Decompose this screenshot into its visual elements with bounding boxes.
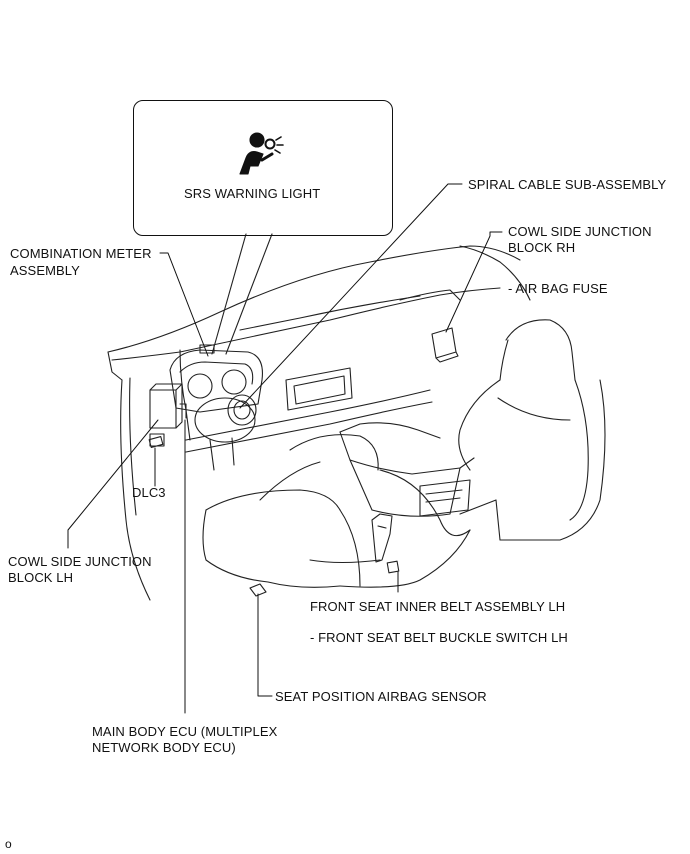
- main-body-ecu-label-line1: MAIN BODY ECU (MULTIPLEX: [92, 724, 278, 739]
- srs-warning-light-label: SRS WARNING LIGHT: [184, 186, 321, 201]
- leader-lines: [67, 183, 503, 714]
- main-body-ecu-label-line2: NETWORK BODY ECU): [92, 740, 236, 755]
- buckle-switch-note: - FRONT SEAT BELT BUCKLE SWITCH LH: [310, 630, 568, 645]
- cowl-junction-rh-body: [431, 327, 459, 363]
- center-console: [339, 422, 501, 541]
- steering-column: [194, 394, 257, 471]
- combination-meter-label-line2: ASSEMBLY: [10, 263, 80, 278]
- passenger-seat: [458, 319, 606, 541]
- seat-position-sensor-label: SEAT POSITION AIRBAG SENSOR: [275, 689, 487, 704]
- dashboard: [107, 245, 531, 601]
- cowl-junction-rh-label-line1: COWL SIDE JUNCTION: [508, 224, 652, 239]
- air-bag-fuse-note: - AIR BAG FUSE: [508, 281, 608, 296]
- dlc3-label: DLC3: [132, 485, 166, 500]
- spiral-cable-label: SPIRAL CABLE SUB-ASSEMBLY: [468, 177, 667, 192]
- figure-code: o: [5, 837, 12, 851]
- seat-position-sensor-body: [249, 583, 267, 597]
- driver-seat: [202, 434, 471, 588]
- combination-meter: [169, 344, 263, 413]
- cowl-junction-lh-label-line2: BLOCK LH: [8, 570, 74, 585]
- seat-belt-buckle: [371, 513, 400, 574]
- cowl-junction-rh-label-line2: BLOCK RH: [508, 240, 576, 255]
- callout-pointer: [211, 233, 273, 355]
- dlc3-connector-body: [148, 436, 164, 448]
- airbag-warning-icon: [239, 132, 284, 175]
- srs-warning-callout: [133, 100, 393, 236]
- cowl-junction-lh-body: [149, 383, 187, 447]
- front-seat-inner-belt-label: FRONT SEAT INNER BELT ASSEMBLY LH: [310, 599, 566, 614]
- combination-meter-label-line1: COMBINATION METER: [10, 246, 152, 261]
- cowl-junction-lh-label-line1: COWL SIDE JUNCTION: [8, 554, 152, 569]
